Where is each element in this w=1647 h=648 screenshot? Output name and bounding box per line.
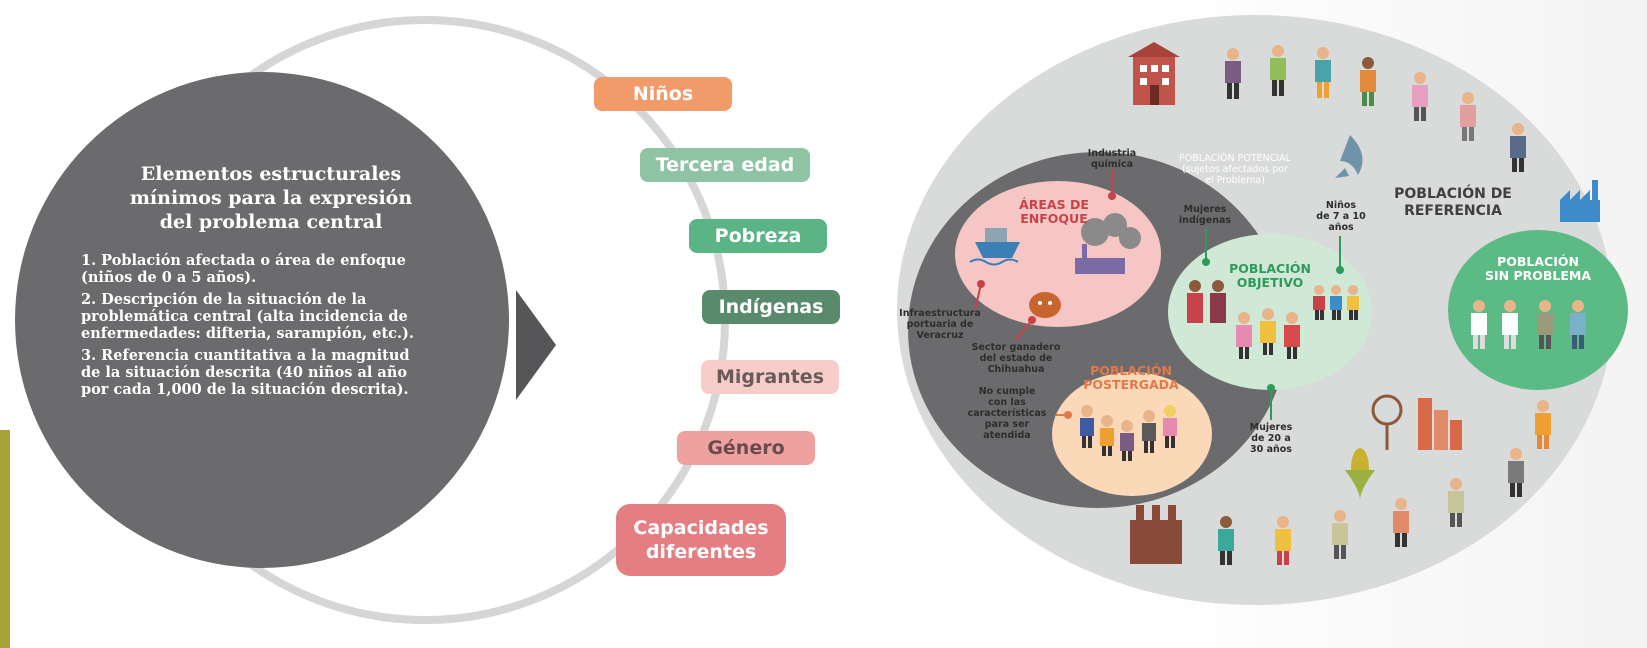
ship-icon xyxy=(969,228,1020,266)
problem-elements-list: 1. Población afectada o área de enfoque … xyxy=(81,252,461,398)
connector-dot-industria xyxy=(1108,192,1116,200)
target-population-label: POBLACIÓN OBJETIVO xyxy=(1229,261,1311,290)
connector-dot-ninos xyxy=(1336,266,1344,274)
connector-dot-no-cumple xyxy=(1064,411,1072,419)
connector-infraestructura xyxy=(974,283,982,311)
category-capacidades-diferentes: Capacidades diferentes xyxy=(616,504,786,576)
problem-element-2: 2. Descripción de la situación de la pro… xyxy=(81,291,414,342)
smokestacks-icon xyxy=(1130,505,1182,564)
focus-areas-label: ÁREAS DE ENFOQUE xyxy=(1019,197,1089,226)
connector-dot-mujeres-indigenas xyxy=(1202,258,1210,266)
chemical-factory-icon xyxy=(1075,213,1141,274)
fish-icon xyxy=(1335,135,1363,178)
potential-population-label: POBLACIÓN POTENCIAL (sujetos afectados p… xyxy=(1179,153,1291,186)
antenna-icon xyxy=(1371,394,1403,450)
factory-icon xyxy=(1560,180,1600,222)
problem-element-1: 1. Población afectada o área de enfoque … xyxy=(81,252,406,286)
corn-icon xyxy=(1345,448,1375,500)
building-icon xyxy=(1128,42,1180,105)
postponed-people-icon xyxy=(1080,405,1177,461)
indigenous-women-icon xyxy=(1187,280,1226,323)
healthy-people-icon xyxy=(1471,300,1586,349)
left-edge-accent xyxy=(0,430,10,648)
connector-dot-ganadero xyxy=(1028,316,1036,324)
category-genero: Género xyxy=(677,431,815,465)
women-20-30-icon xyxy=(1236,308,1300,359)
category-tercera-edad: Tercera edad xyxy=(640,148,810,182)
category-pobreza: Pobreza xyxy=(689,219,827,253)
category-ninos: Niños xyxy=(594,77,732,111)
buildings-icon xyxy=(1418,398,1462,450)
problem-circle: Elementos estructurales mínimos para la … xyxy=(15,72,509,568)
problem-element-3: 3. Referencia cuantitativa a la magnitud… xyxy=(81,347,410,398)
person-icon-group-bottom xyxy=(1218,400,1551,565)
person-icon-group-top xyxy=(1225,45,1526,172)
reference-population-label: POBLACIÓN DE REFERENCIA xyxy=(1394,186,1512,219)
connector-dot-infraestructura xyxy=(977,280,985,288)
annotation-no-cumple: No cumple con las características para s… xyxy=(967,386,1047,441)
cow-icon xyxy=(1029,292,1061,318)
annotation-mujeres-20-30: Mujeres de 20 a 30 años xyxy=(1249,422,1293,455)
children-icon xyxy=(1313,285,1359,320)
annotation-industria: Industria química xyxy=(1087,148,1137,170)
postponed-population-label: POBLACIÓN POSTERGADA xyxy=(1083,363,1179,392)
no-problem-population-label: POBLACIÓN SIN PROBLEMA xyxy=(1484,254,1592,283)
category-migrantes: Migrantes xyxy=(701,360,839,394)
problem-title: Elementos estructurales mínimos para la … xyxy=(129,163,413,233)
annotation-ninos-7-10: Niños de 7 a 10 años xyxy=(1316,200,1366,233)
annotation-mujeres-indigenas: Mujeres indígenas xyxy=(1178,204,1232,226)
connector-dot-mujeres-20-30 xyxy=(1267,384,1275,392)
annotation-ganadero: Sector ganadero del estado de Chihuahua xyxy=(971,342,1061,375)
connector-ganadero xyxy=(1014,319,1033,341)
annotation-infraestructura: Infraestructura portuaria de Veracruz xyxy=(899,308,981,341)
arrow-right-icon xyxy=(516,290,556,400)
no-problem-population-circle xyxy=(1448,230,1628,390)
category-indigenas: Indígenas xyxy=(702,290,840,324)
